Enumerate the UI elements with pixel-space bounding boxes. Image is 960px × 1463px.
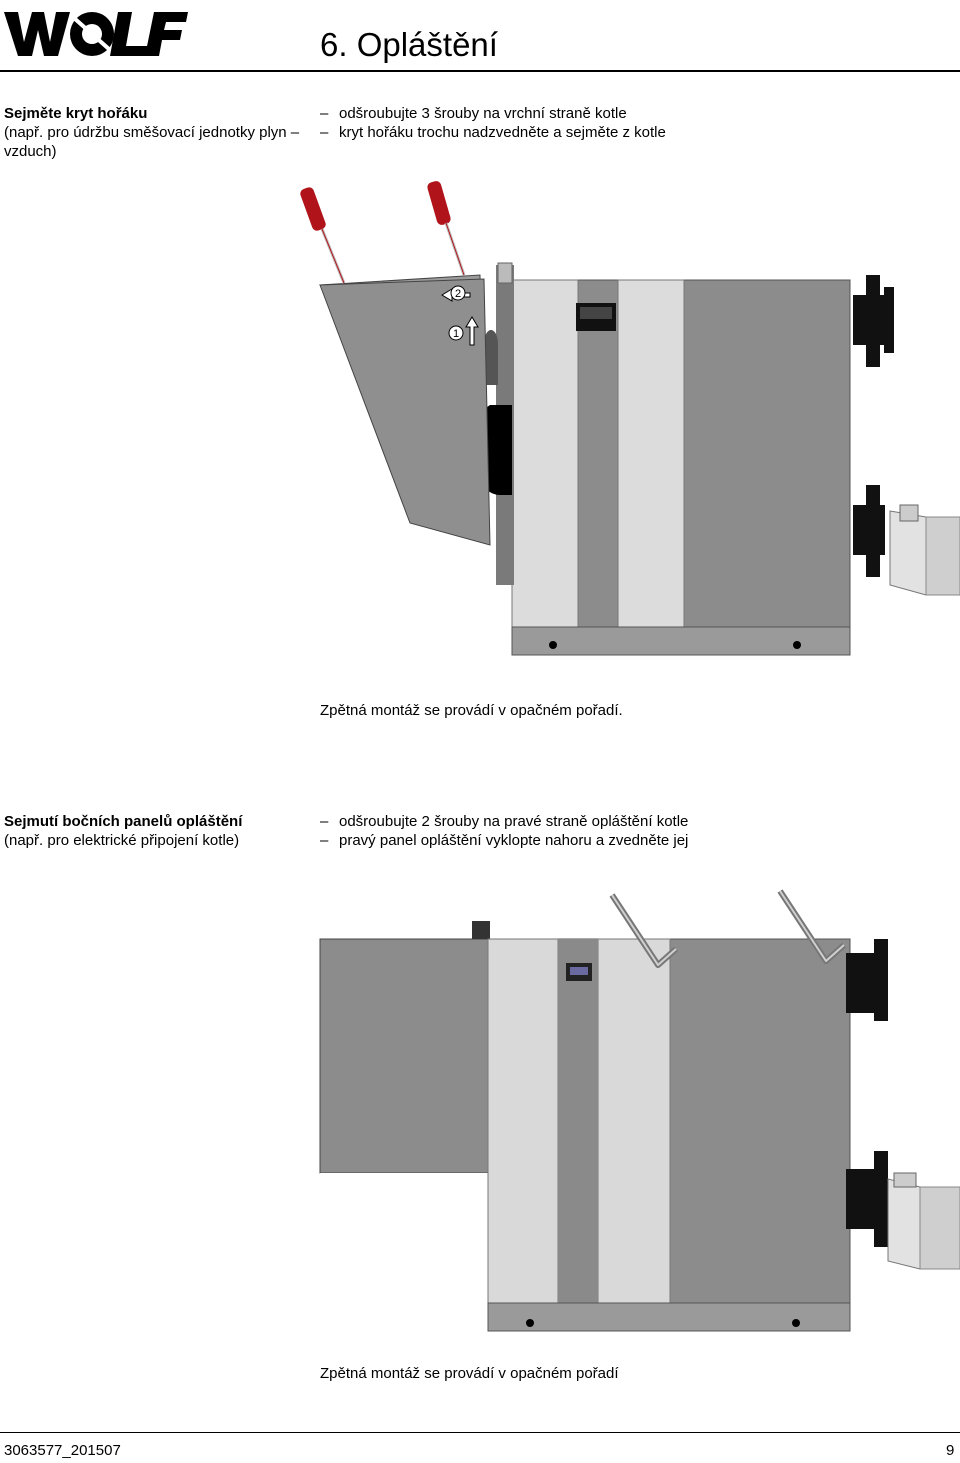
step2-subtitle: (např. pro elektrické připojení kotle) bbox=[4, 832, 240, 849]
allen-key-icon bbox=[609, 893, 678, 968]
step1-heading: Sejměte kryt hořáku (např. pro údržbu sm… bbox=[4, 104, 304, 161]
step2-reassembly-note: Zpětná montáž se provádí v opačném pořad… bbox=[320, 1365, 619, 1382]
step1-title: Sejměte kryt hořáku bbox=[4, 105, 148, 122]
wolf-logo bbox=[4, 12, 188, 56]
document-number: 3063577_201507 bbox=[4, 1442, 121, 1459]
instruction-item: –odšroubujte 2 šrouby na pravé straně op… bbox=[320, 813, 689, 830]
page-number: 9 bbox=[946, 1442, 955, 1459]
step1-instructions: –odšroubujte 3 šrouby na vrchní straně k… bbox=[320, 104, 940, 142]
allen-key-icon bbox=[777, 889, 846, 964]
header-rule bbox=[0, 70, 960, 72]
step2-heading: Sejmutí bočních panelů opláštění (např. … bbox=[4, 812, 304, 850]
side-panel-figure bbox=[319, 889, 960, 1332]
arrow-up-icon bbox=[465, 316, 479, 346]
screwdriver-icon bbox=[427, 181, 466, 276]
callout-2: 2 bbox=[455, 288, 461, 300]
instruction-item: –odšroubujte 3 šrouby na vrchní straně k… bbox=[320, 105, 627, 122]
step1-subtitle: (např. pro údržbu směšovací jednotky ply… bbox=[4, 124, 300, 160]
section-title: 6. Opláštění bbox=[320, 26, 498, 63]
step1-reassembly-note: Zpětná montáž se provádí v opačném pořad… bbox=[320, 702, 623, 719]
callout-1: 1 bbox=[453, 328, 459, 340]
burner-cover-figure: 2 1 bbox=[300, 181, 960, 656]
step2-title: Sejmutí bočních panelů opláštění bbox=[4, 813, 243, 830]
step2-instructions: –odšroubujte 2 šrouby na pravé straně op… bbox=[320, 812, 940, 850]
footer-rule bbox=[0, 1432, 960, 1433]
instruction-item: –pravý panel opláštění vyklopte nahoru a… bbox=[320, 832, 689, 849]
instruction-item: –kryt hořáku trochu nadzvedněte a sejmět… bbox=[320, 124, 666, 141]
screwdriver-icon bbox=[300, 187, 346, 284]
